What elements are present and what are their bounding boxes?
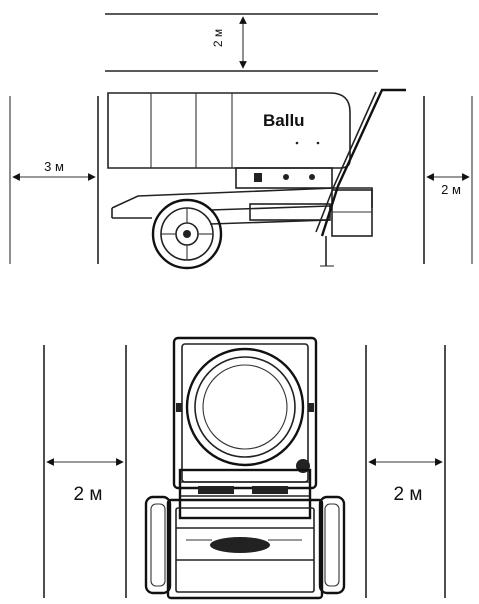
top-right-clearance: 2 м	[368, 458, 443, 505]
side-view: 2 м 3 м 2 м Ballu	[9, 13, 473, 270]
top-wheel-left	[144, 495, 172, 595]
heater-top-illustration	[144, 336, 346, 600]
brand-label: Ballu	[263, 111, 305, 130]
side-wheel	[151, 198, 223, 270]
heater-side-illustration: Ballu	[107, 88, 406, 270]
side-left-clearance-label: 3 м	[44, 159, 64, 174]
top-right-clearance-label: 2 м	[394, 484, 423, 505]
side-right-clearance-label: 2 м	[441, 182, 461, 197]
ceiling-clearance-label: 2 м	[211, 29, 225, 47]
ceiling-clearance: 2 м	[105, 13, 378, 72]
top-view: 2 м 2 м	[43, 336, 446, 600]
top-wheel-right	[318, 495, 346, 595]
side-left-clearance: 3 м	[12, 159, 96, 181]
side-right-clearance: 2 м	[426, 173, 470, 197]
top-left-clearance: 2 м	[46, 458, 124, 505]
top-left-clearance-label: 2 м	[74, 484, 103, 505]
